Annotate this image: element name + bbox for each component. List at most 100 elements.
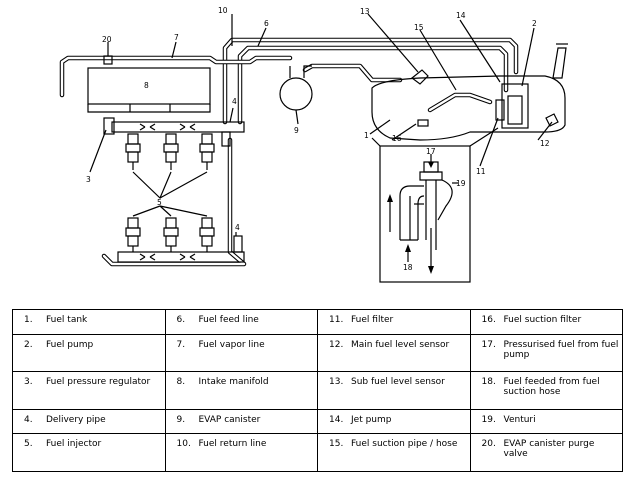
legend-number: 14. <box>329 414 344 425</box>
legend-cell: 15. Fuel suction pipe / hose <box>317 433 471 472</box>
legend-cell: 4. Delivery pipe <box>12 408 166 435</box>
legend-text: Fuel feeded from fuel suction hose <box>503 377 600 398</box>
legend-text: Delivery pipe <box>46 414 106 425</box>
legend-number: 9. <box>176 414 186 425</box>
callout-4-upper: 4 <box>232 97 237 106</box>
callout-15: 15 <box>414 23 424 32</box>
fuel-pump <box>501 83 529 129</box>
legend-cell: 16. Fuel suction filter <box>469 309 623 335</box>
callout-4-lower: 4 <box>235 223 240 232</box>
evap-canister <box>279 77 313 111</box>
legend-text: Main fuel level sensor <box>351 339 450 350</box>
legend-text: Fuel injector <box>46 439 102 450</box>
fuel-injectors-lower <box>125 217 215 252</box>
legend-number: 10. <box>176 439 191 450</box>
legend-text: Sub fuel level sensor <box>351 377 445 388</box>
callout-19: 19 <box>456 179 466 188</box>
intake-manifold <box>87 67 211 105</box>
legend-text: Fuel tank <box>46 315 88 325</box>
legend-cell: 18. Fuel feeded from fuel suction hose <box>469 371 623 410</box>
legend-number: 2. <box>24 339 33 350</box>
legend-text: EVAP canister <box>198 414 261 425</box>
legend-number: 20. <box>481 439 496 450</box>
legend-cell: 6. Fuel feed line <box>164 309 318 335</box>
legend-cell: 5. Fuel injector <box>12 433 166 472</box>
legend-number: 15. <box>329 439 344 450</box>
legend-row: 3. Fuel pressure regulator 8. Intake manifo… <box>12 371 623 410</box>
legend-row: 1. Fuel tank 6. Fuel feed line 11. Fuel filte… <box>12 309 623 335</box>
fuel-tank <box>371 75 566 141</box>
callout-13: 13 <box>360 7 370 16</box>
callout-9: 9 <box>294 126 299 135</box>
fuel-return-line <box>237 45 509 125</box>
fuel-filter <box>495 99 505 121</box>
legend-text: Fuel vapor line <box>198 339 265 350</box>
callout-18: 18 <box>403 263 413 272</box>
jet-pump-detail <box>379 145 471 283</box>
callout-3: 3 <box>86 175 91 184</box>
legend-cell: 20. EVAP canister purge valve <box>469 433 623 472</box>
main-fuel-level-sensor <box>545 113 559 127</box>
fuel-system-diagram: 1 2 3 4 4 5 6 7 8 9 10 11 12 13 14 15 16… <box>59 6 568 283</box>
legend-text: Fuel feed line <box>198 315 259 325</box>
legend-row: 4. Delivery pipe 9. EVAP canister 14. Jet pum… <box>12 408 623 435</box>
callout-14: 14 <box>456 11 466 20</box>
fuel-pressure-regulator <box>103 117 115 135</box>
legend-number: 16. <box>481 315 496 325</box>
legend-number: 4. <box>24 414 33 425</box>
legend-text: Fuel return line <box>198 439 267 450</box>
fuel-injectors-upper <box>125 133 215 170</box>
legend-text: Pressurised fuel from fuel pump <box>503 339 619 360</box>
callout-10: 10 <box>218 6 228 15</box>
callout-7: 7 <box>174 33 179 42</box>
legend-text: Fuel pressure regulator <box>46 377 151 388</box>
callout-2: 2 <box>532 19 537 28</box>
suction-hose <box>427 92 493 113</box>
legend-number: 12. <box>329 339 344 350</box>
delivery-pipe-upper <box>111 121 245 133</box>
legend-cell: 3. Fuel pressure regulator <box>12 371 166 410</box>
legend-number: 3. <box>24 377 33 388</box>
legend-number: 1. <box>24 315 33 325</box>
callout-1: 1 <box>364 131 369 140</box>
legend-number: 19. <box>481 414 496 425</box>
callout-16: 16 <box>392 134 402 143</box>
legend-number: 18. <box>481 377 496 388</box>
legend-row: 5. Fuel injector 10. Fuel return line 15. Fue… <box>12 433 623 472</box>
legend-text: Fuel suction pipe / hose <box>351 439 458 450</box>
legend-number: 11. <box>329 315 344 325</box>
lower-return-pipe <box>101 137 247 267</box>
legend-cell: 9. EVAP canister <box>164 408 318 435</box>
legend-number: 6. <box>176 315 186 325</box>
legend-number: 5. <box>24 439 33 450</box>
legend-cell: 1. Fuel tank <box>12 309 166 335</box>
sub-fuel-level-sensor <box>411 69 429 85</box>
callout-5: 5 <box>157 198 162 207</box>
legend-text: Fuel suction filter <box>503 315 582 325</box>
legend-cell: 19. Venturi <box>469 408 623 435</box>
legend-cell: 13. Sub fuel level sensor <box>317 371 471 410</box>
callout-17: 17 <box>426 147 436 156</box>
legend-cell: 8. Intake manifold <box>164 371 318 410</box>
legend-number: 17. <box>481 339 496 350</box>
callouts: 1 2 3 4 4 5 6 7 8 9 10 11 12 13 14 15 16… <box>86 6 550 272</box>
legend-text: Jet pump <box>351 414 392 425</box>
callout-6: 6 <box>264 19 269 28</box>
callout-11: 11 <box>476 167 486 176</box>
legend-text: EVAP canister purge valve <box>503 439 595 460</box>
legend-cell: 11. Fuel filter <box>317 309 471 335</box>
legend-cell: 17. Pressurised fuel from fuel pump <box>469 333 623 373</box>
legend-number: 13. <box>329 377 344 388</box>
callout-20: 20 <box>102 35 112 44</box>
legend-text: Venturi <box>503 414 536 425</box>
legend-number: 7. <box>176 339 186 350</box>
legend-text: Fuel filter <box>351 315 394 325</box>
legend-cell: 12. Main fuel level sensor <box>317 333 471 373</box>
legend-cell: 7. Fuel vapor line <box>164 333 318 373</box>
legend-text: Intake manifold <box>198 377 269 388</box>
legend-number: 8. <box>176 377 186 388</box>
callout-8: 8 <box>144 81 149 90</box>
legend-table: 1. Fuel tank 6. Fuel feed line 11. Fuel filte… <box>12 309 623 472</box>
fuel-vapor-line <box>59 55 293 98</box>
